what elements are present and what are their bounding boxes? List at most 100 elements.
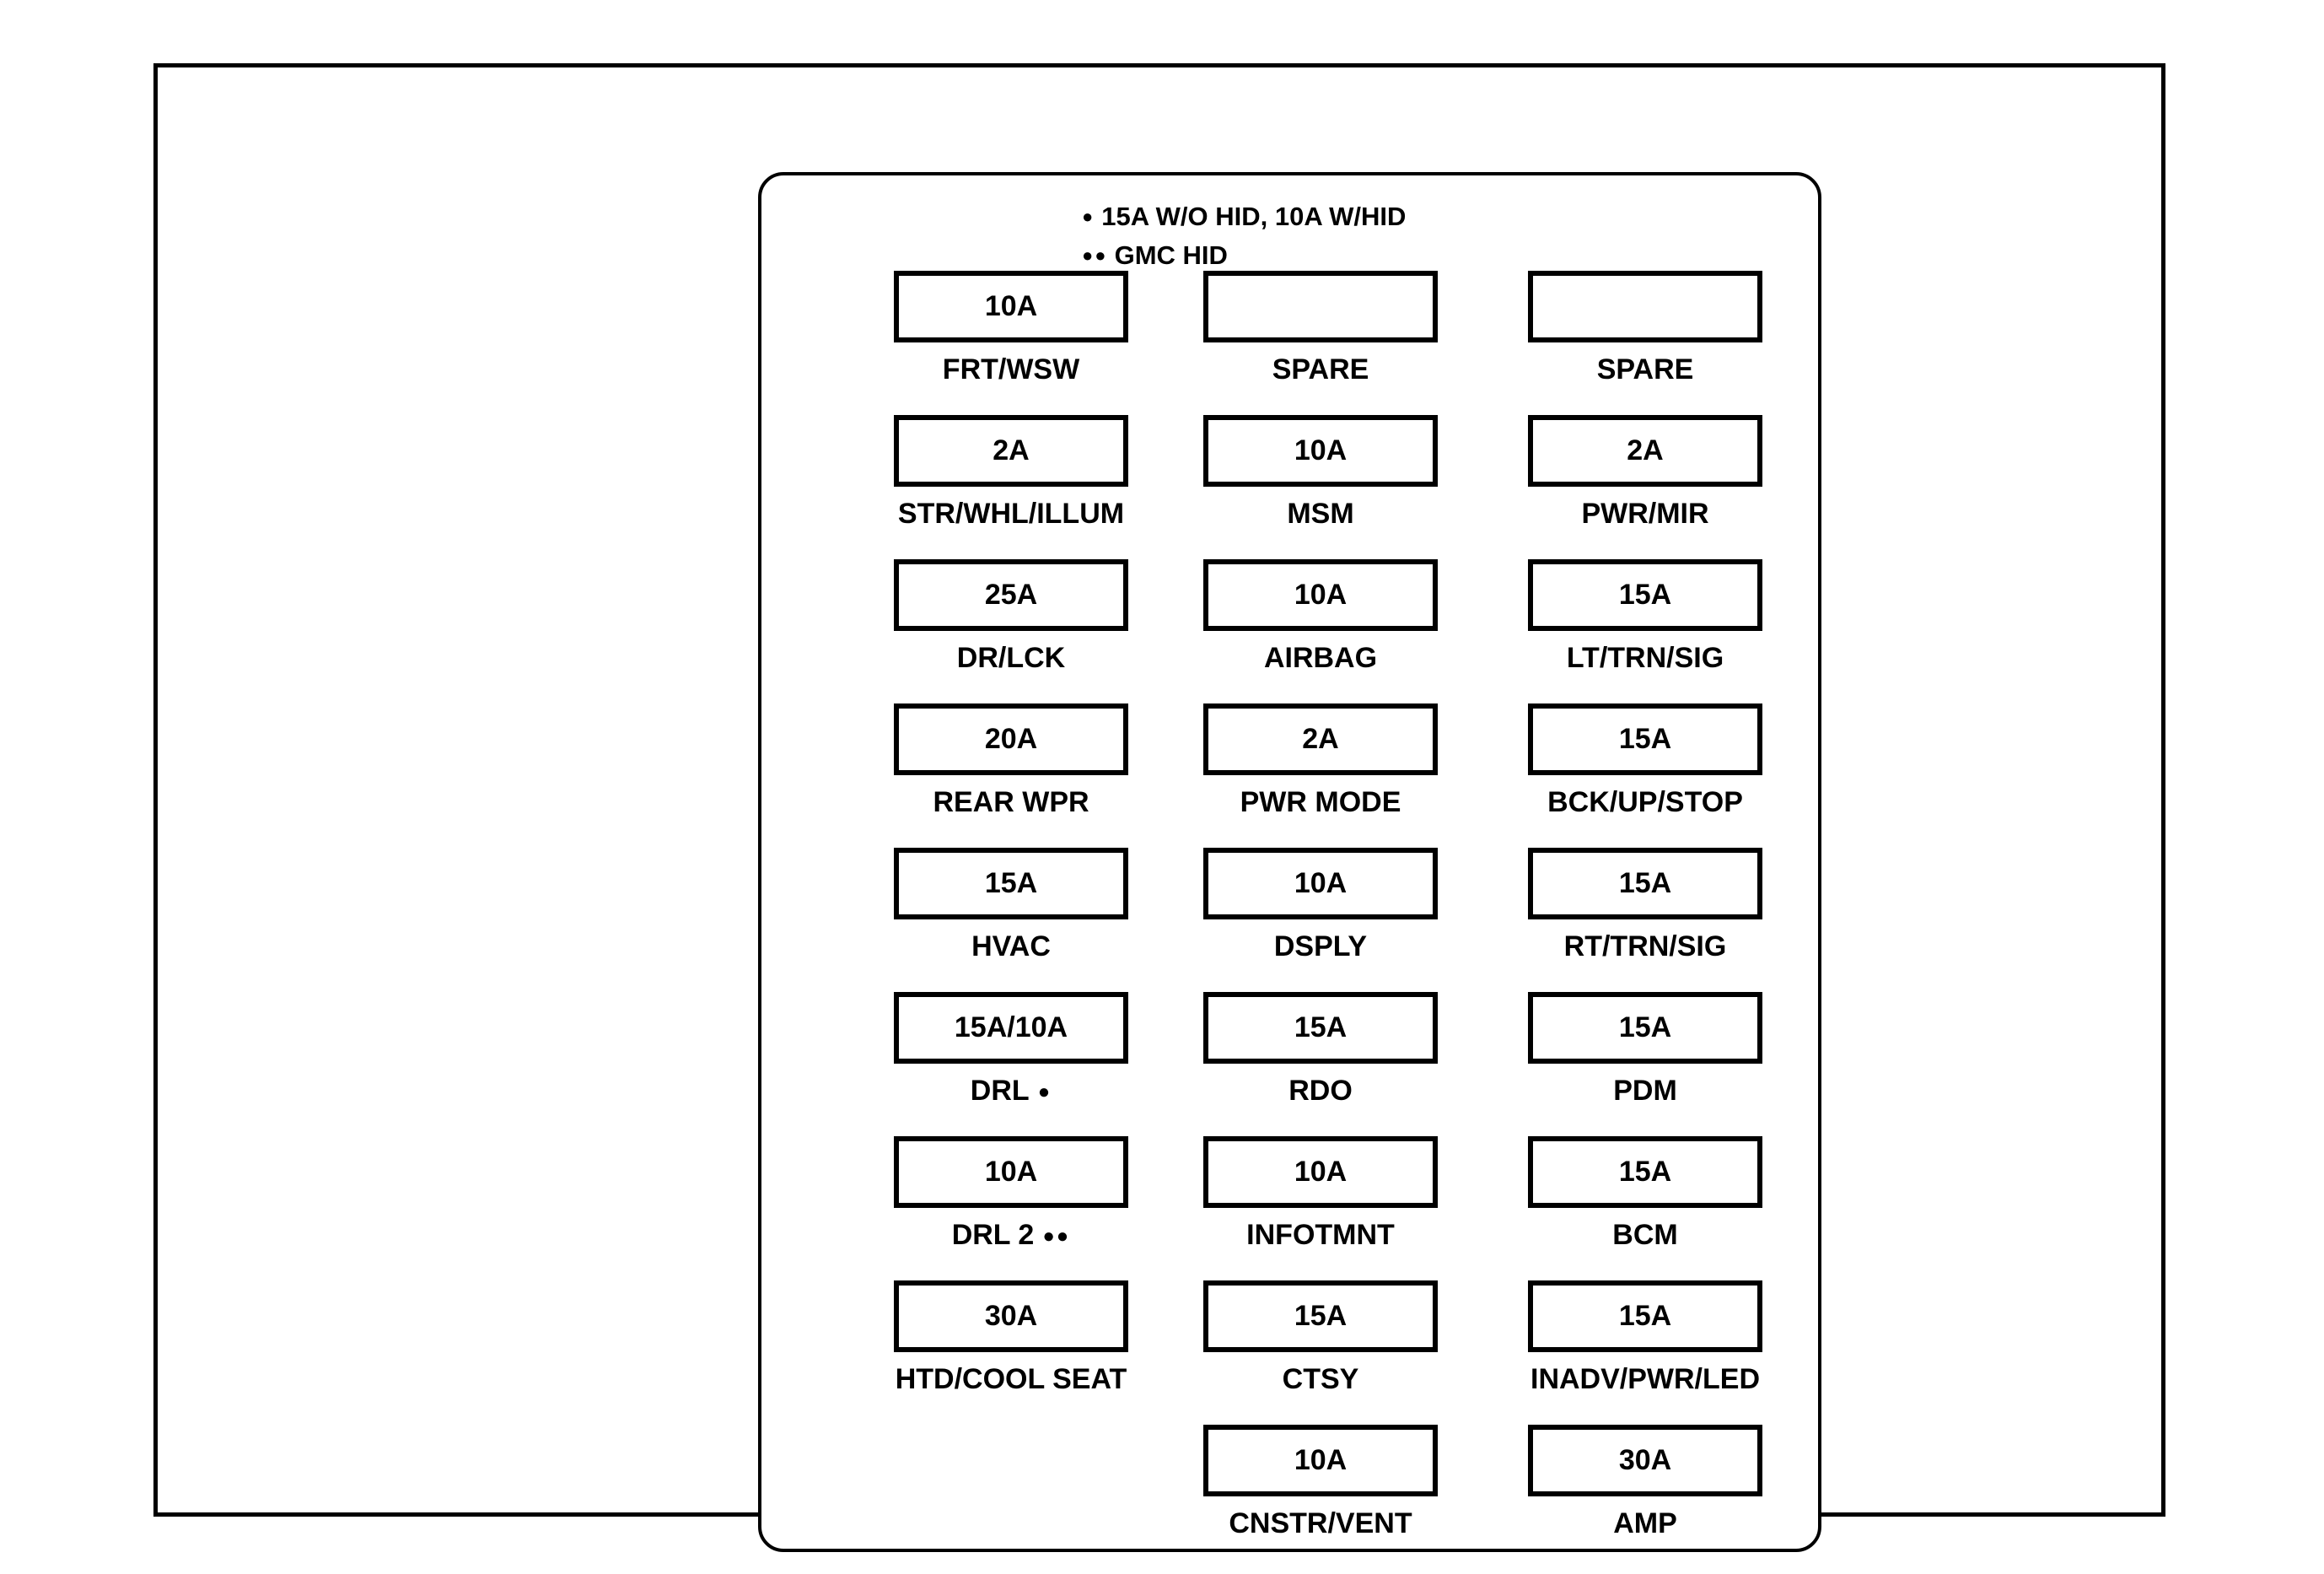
fuse-amp: 10A bbox=[1294, 867, 1348, 899]
fuse-amp: 10A bbox=[984, 290, 1038, 322]
fuse-cell-pwr-mode: 2A PWR MODE bbox=[1143, 703, 1498, 821]
fuse-cell-inadv-pwr-led: 15A INADV/PWR/LED bbox=[1468, 1280, 1822, 1398]
fuse-box: 15A bbox=[1528, 848, 1762, 919]
fuse-cell-hvac: 15A HVAC bbox=[834, 848, 1188, 965]
fuse-cell-cnstr-vent: 10A CNSTR/VENT bbox=[1143, 1425, 1498, 1542]
fuse-cell-frt-wsw: 10A FRT/WSW bbox=[834, 271, 1188, 388]
legend-line-2: ●●GMC HID bbox=[1082, 236, 1406, 275]
fuse-label: DR/LCK bbox=[834, 641, 1188, 676]
legend-line-1-text: 15A W/O HID, 10A W/HID bbox=[1101, 202, 1407, 231]
fuse-amp: 15A/10A bbox=[954, 1011, 1068, 1043]
fuse-box: 15A bbox=[1203, 992, 1438, 1064]
fuse-box: 10A bbox=[894, 271, 1128, 342]
fuse-amp: 15A bbox=[1618, 867, 1672, 899]
fuse-label: BCK/UP/STOP bbox=[1468, 785, 1822, 821]
fuse-box bbox=[1528, 271, 1762, 342]
fuse-label: DRL 2●● bbox=[834, 1218, 1188, 1253]
fuse-label-text: INFOTMNT bbox=[1246, 1219, 1395, 1251]
fuse-amp: 15A bbox=[984, 867, 1038, 899]
fuse-box bbox=[1203, 271, 1438, 342]
fuse-box: 15A bbox=[1528, 1136, 1762, 1208]
fuse-label-text: MSM bbox=[1287, 498, 1354, 530]
legend: ●15A W/O HID, 10A W/HID ●●GMC HID bbox=[1082, 197, 1406, 275]
fuse-box: 15A bbox=[1528, 1280, 1762, 1352]
fuse-label-text: INADV/PWR/LED bbox=[1531, 1363, 1760, 1395]
fuse-label: CNSTR/VENT bbox=[1143, 1507, 1498, 1542]
fuse-box: 2A bbox=[1528, 415, 1762, 487]
fuse-cell-bcm: 15A BCM bbox=[1468, 1136, 1822, 1253]
single-dot-icon: ● bbox=[1037, 1081, 1052, 1103]
fuse-box: 30A bbox=[1528, 1425, 1762, 1496]
fuse-label: PDM bbox=[1468, 1074, 1822, 1109]
fuse-cell-dr-lck: 25A DR/LCK bbox=[834, 559, 1188, 676]
fuse-label-text: AMP bbox=[1613, 1507, 1677, 1539]
fuse-label-text: CTSY bbox=[1282, 1363, 1359, 1395]
fuse-box: 10A bbox=[1203, 848, 1438, 919]
fuse-label: BCM bbox=[1468, 1218, 1822, 1253]
fuse-label: MSM bbox=[1143, 497, 1498, 532]
fuse-box: 15A bbox=[894, 848, 1128, 919]
fuse-label-text: LT/TRN/SIG bbox=[1566, 642, 1724, 674]
fuse-label: AIRBAG bbox=[1143, 641, 1498, 676]
fuse-box: 15A bbox=[1528, 703, 1762, 775]
fuse-cell-bck-up-stop: 15A BCK/UP/STOP bbox=[1468, 703, 1822, 821]
fuse-amp: 15A bbox=[1618, 1011, 1672, 1043]
fuse-cell-pdm: 15A PDM bbox=[1468, 992, 1822, 1109]
fuse-label-text: SPARE bbox=[1272, 353, 1369, 385]
fuse-label: HVAC bbox=[834, 930, 1188, 965]
fuse-label-text: BCK/UP/STOP bbox=[1547, 786, 1743, 818]
fuse-label-text: SPARE bbox=[1596, 353, 1694, 385]
fuse-amp: 2A bbox=[1627, 434, 1664, 466]
fuse-label: INADV/PWR/LED bbox=[1468, 1362, 1822, 1398]
double-dot-icon: ●● bbox=[1042, 1225, 1071, 1248]
fuse-amp: 15A bbox=[1294, 1011, 1348, 1043]
legend-line-2-text: GMC HID bbox=[1114, 240, 1228, 270]
fuse-label: CTSY bbox=[1143, 1362, 1498, 1398]
fuse-box: 2A bbox=[1203, 703, 1438, 775]
fuse-box: 15A bbox=[1528, 992, 1762, 1064]
fuse-cell-drl: 15A/10A DRL ● bbox=[834, 992, 1188, 1109]
fuse-amp: 20A bbox=[984, 723, 1038, 755]
fuse-amp: 15A bbox=[1618, 1156, 1672, 1188]
fuse-label: REAR WPR bbox=[834, 785, 1188, 821]
fuse-amp: 10A bbox=[1294, 1444, 1348, 1476]
fuse-label-text: BCM bbox=[1612, 1219, 1678, 1251]
fuse-cell-str-whl-illum: 2A STR/WHL/ILLUM bbox=[834, 415, 1188, 532]
fuse-label-text: DSPLY bbox=[1273, 930, 1368, 962]
fuse-cell-ctsy: 15A CTSY bbox=[1143, 1280, 1498, 1398]
fuse-label: PWR/MIR bbox=[1468, 497, 1822, 532]
fuse-label-text: DRL bbox=[970, 1075, 1030, 1107]
fuse-box: 10A bbox=[1203, 559, 1438, 631]
fuse-box: 15A bbox=[1203, 1280, 1438, 1352]
fuse-box: 10A bbox=[1203, 1425, 1438, 1496]
fuse-label-text: PDM bbox=[1613, 1075, 1677, 1107]
fuse-cell-htd-cool-seat: 30A HTD/COOL SEAT bbox=[834, 1280, 1188, 1398]
fuse-label-text: DR/LCK bbox=[956, 642, 1066, 674]
fuse-label: AMP bbox=[1468, 1507, 1822, 1542]
fuse-amp: 10A bbox=[984, 1156, 1038, 1188]
fuse-label: LT/TRN/SIG bbox=[1468, 641, 1822, 676]
fuse-label-text: PWR/MIR bbox=[1581, 498, 1709, 530]
fuse-amp: 30A bbox=[1618, 1444, 1672, 1476]
fuse-cell-dsply: 10A DSPLY bbox=[1143, 848, 1498, 965]
fuse-cell-amp: 30A AMP bbox=[1468, 1425, 1822, 1542]
fuse-box: 2A bbox=[894, 415, 1128, 487]
fuse-label-text: REAR WPR bbox=[933, 786, 1089, 818]
fuse-label-text: RDO bbox=[1288, 1075, 1353, 1107]
fuse-amp: 15A bbox=[1294, 1300, 1348, 1332]
fuse-label: PWR MODE bbox=[1143, 785, 1498, 821]
fuse-cell-drl-2: 10A DRL 2●● bbox=[834, 1136, 1188, 1253]
fuse-amp: 15A bbox=[1618, 579, 1672, 611]
fuse-cell-airbag: 10A AIRBAG bbox=[1143, 559, 1498, 676]
fuse-cell-infotmnt: 10A INFOTMNT bbox=[1143, 1136, 1498, 1253]
fuse-amp: 2A bbox=[993, 434, 1030, 466]
fuse-block-panel: ●15A W/O HID, 10A W/HID ●●GMC HID 10A FR… bbox=[758, 172, 1821, 1552]
fuse-label-text: CNSTR/VENT bbox=[1229, 1507, 1412, 1539]
fuse-amp: 25A bbox=[984, 579, 1038, 611]
fuse-label: SPARE bbox=[1468, 353, 1822, 388]
fuse-amp: 10A bbox=[1294, 434, 1348, 466]
fuse-amp: 10A bbox=[1294, 579, 1348, 611]
fuse-box: 15A bbox=[1528, 559, 1762, 631]
legend-line-1: ●15A W/O HID, 10A W/HID bbox=[1082, 197, 1406, 236]
